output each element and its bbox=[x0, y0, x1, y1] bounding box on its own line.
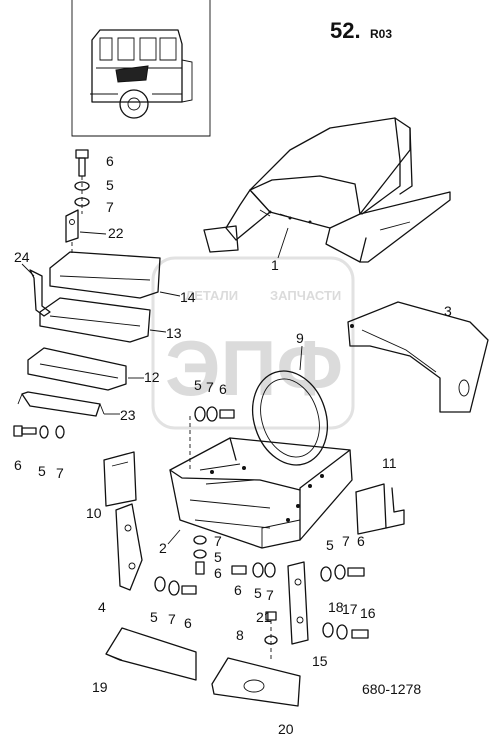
callout-6: 6 bbox=[106, 153, 114, 169]
callout-5d: 5 bbox=[254, 585, 262, 601]
watermark-line2: ЗАПЧАСТИ bbox=[270, 288, 341, 303]
part-2-frame bbox=[169, 437, 353, 549]
fastener-stack-lower-right bbox=[322, 622, 369, 640]
diagram-subtitle: R03 bbox=[370, 27, 392, 41]
callout-5g: 5 bbox=[326, 537, 334, 553]
callout-7g: 7 bbox=[342, 533, 350, 549]
callout-9: 9 bbox=[296, 330, 304, 346]
part-12-tray bbox=[27, 347, 127, 391]
callout-7b: 7 bbox=[56, 465, 64, 481]
callout-18: 18 bbox=[328, 599, 344, 615]
callout-7c: 7 bbox=[206, 379, 214, 395]
callout-6f: 6 bbox=[184, 615, 192, 631]
callout-11: 11 bbox=[382, 455, 397, 471]
part-10-plate bbox=[103, 451, 137, 507]
part-22-bracket bbox=[65, 209, 79, 243]
callout-21: 21 bbox=[256, 609, 272, 625]
fastener-stack-top bbox=[74, 149, 90, 214]
callout-24: 24 bbox=[14, 249, 30, 265]
part-4-brace bbox=[115, 503, 143, 591]
callout-7d: 7 bbox=[266, 587, 274, 603]
drawing-number: 680-1278 bbox=[362, 681, 421, 697]
callout-4: 4 bbox=[98, 599, 106, 615]
diagram-title: 52. bbox=[330, 18, 361, 43]
callout-23: 23 bbox=[120, 407, 136, 423]
callout-6c: 6 bbox=[219, 381, 227, 397]
fastener-stack-part4 bbox=[154, 576, 197, 596]
part-15-plate bbox=[287, 561, 309, 645]
watermark-line1: ДЕТАЛИ bbox=[185, 288, 238, 303]
callout-20: 20 bbox=[278, 721, 294, 737]
truck-inset bbox=[71, 0, 211, 137]
callout-13: 13 bbox=[166, 325, 182, 341]
callout-7f: 7 bbox=[168, 611, 176, 627]
fastener-stack-right-frame bbox=[231, 562, 276, 578]
part-24-clip bbox=[29, 269, 51, 317]
callout-2: 2 bbox=[159, 540, 167, 556]
part-3-side-cover bbox=[347, 301, 489, 413]
callout-19: 19 bbox=[92, 679, 108, 695]
callout-6e: 6 bbox=[214, 565, 222, 581]
callout-1: 1 bbox=[271, 257, 279, 273]
callout-6d: 6 bbox=[234, 582, 242, 598]
callout-5e: 5 bbox=[214, 549, 222, 565]
callout-16: 16 bbox=[360, 605, 376, 621]
callout-8: 8 bbox=[236, 627, 244, 643]
callout-12: 12 bbox=[144, 369, 160, 385]
part-1-engine-cover bbox=[203, 117, 451, 263]
part-9-ring-seal bbox=[252, 370, 328, 466]
part-19-plate bbox=[105, 627, 197, 681]
callout-7: 7 bbox=[106, 199, 114, 215]
callout-7e: 7 bbox=[214, 533, 222, 549]
part-13-tray bbox=[39, 297, 151, 343]
callout-5: 5 bbox=[106, 177, 114, 193]
callout-17: 17 bbox=[342, 601, 358, 617]
callout-6b: 6 bbox=[14, 457, 22, 473]
callout-5b: 5 bbox=[38, 463, 46, 479]
fastener-stack-21-8 bbox=[264, 611, 278, 662]
fastener-stack-right bbox=[320, 564, 365, 582]
part-11-bracket bbox=[355, 483, 405, 535]
part-20-plate bbox=[211, 657, 301, 707]
part-23-strap bbox=[17, 391, 105, 417]
callout-15: 15 bbox=[312, 653, 328, 669]
callout-5f: 5 bbox=[150, 609, 158, 625]
fastener-stack-mid bbox=[189, 406, 235, 470]
fastener-stack-frame bbox=[193, 535, 207, 575]
callout-14: 14 bbox=[180, 289, 196, 305]
callout-3: 3 bbox=[444, 303, 452, 319]
part-14-bracket bbox=[49, 251, 161, 299]
callout-22: 22 bbox=[108, 225, 124, 241]
callout-10: 10 bbox=[86, 505, 102, 521]
fastener-stack-left bbox=[13, 425, 65, 439]
callout-5c: 5 bbox=[194, 377, 202, 393]
callout-6g: 6 bbox=[357, 533, 365, 549]
